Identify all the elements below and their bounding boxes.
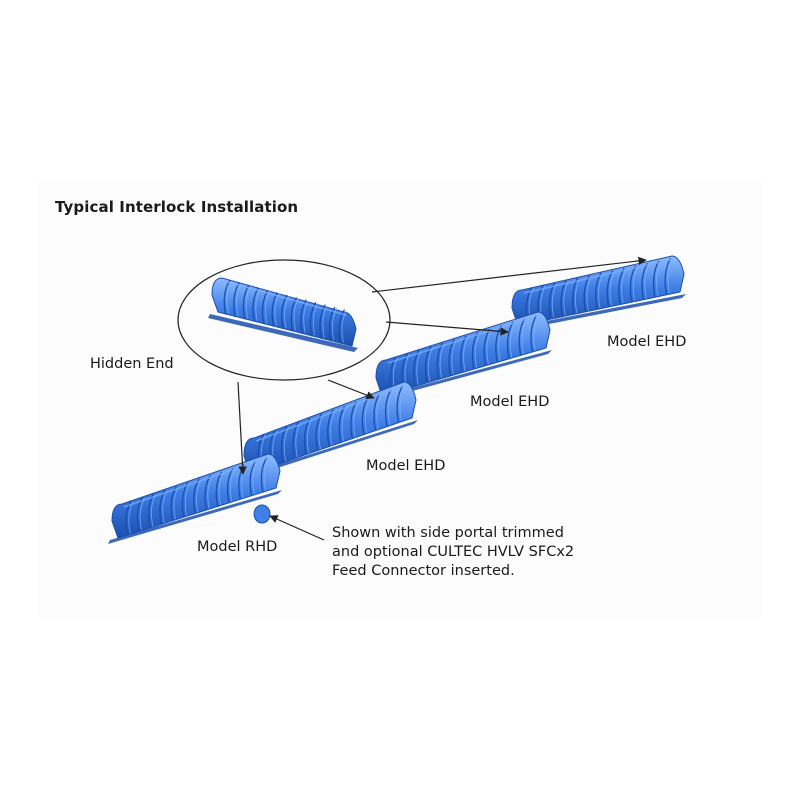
model-ehd-label-middle: Model EHD (470, 394, 550, 410)
feed-connector-note: Shown with side portal trimmed and optio… (332, 524, 574, 581)
model-rhd-chamber (108, 453, 282, 544)
arrow-to-rhd (237, 381, 247, 475)
model-ehd-chamber-top (508, 255, 686, 332)
arrow-to-feed-connector (269, 515, 325, 541)
arrow-to-lower-ehd (327, 379, 375, 400)
hidden-end-label: Hidden End (90, 356, 174, 372)
hidden-end-detail-chamber (208, 277, 358, 352)
arrow-to-middle-ehd (385, 321, 509, 336)
note-line-3: Feed Connector inserted. (332, 563, 515, 579)
arrow-to-top-ehd (371, 256, 647, 293)
model-ehd-chamber-lower (240, 381, 418, 480)
model-ehd-label-lower: Model EHD (366, 458, 446, 474)
model-ehd-label-top: Model EHD (607, 334, 687, 350)
diagram-title: Typical Interlock Installation (55, 198, 299, 216)
note-line-2: and optional CULTEC HVLV SFCx2 (332, 544, 575, 560)
note-line-1: Shown with side portal trimmed (332, 525, 564, 541)
hidden-end-callout-circle (177, 259, 391, 381)
model-rhd-label: Model RHD (197, 539, 278, 555)
feed-connector-stub (253, 504, 271, 524)
